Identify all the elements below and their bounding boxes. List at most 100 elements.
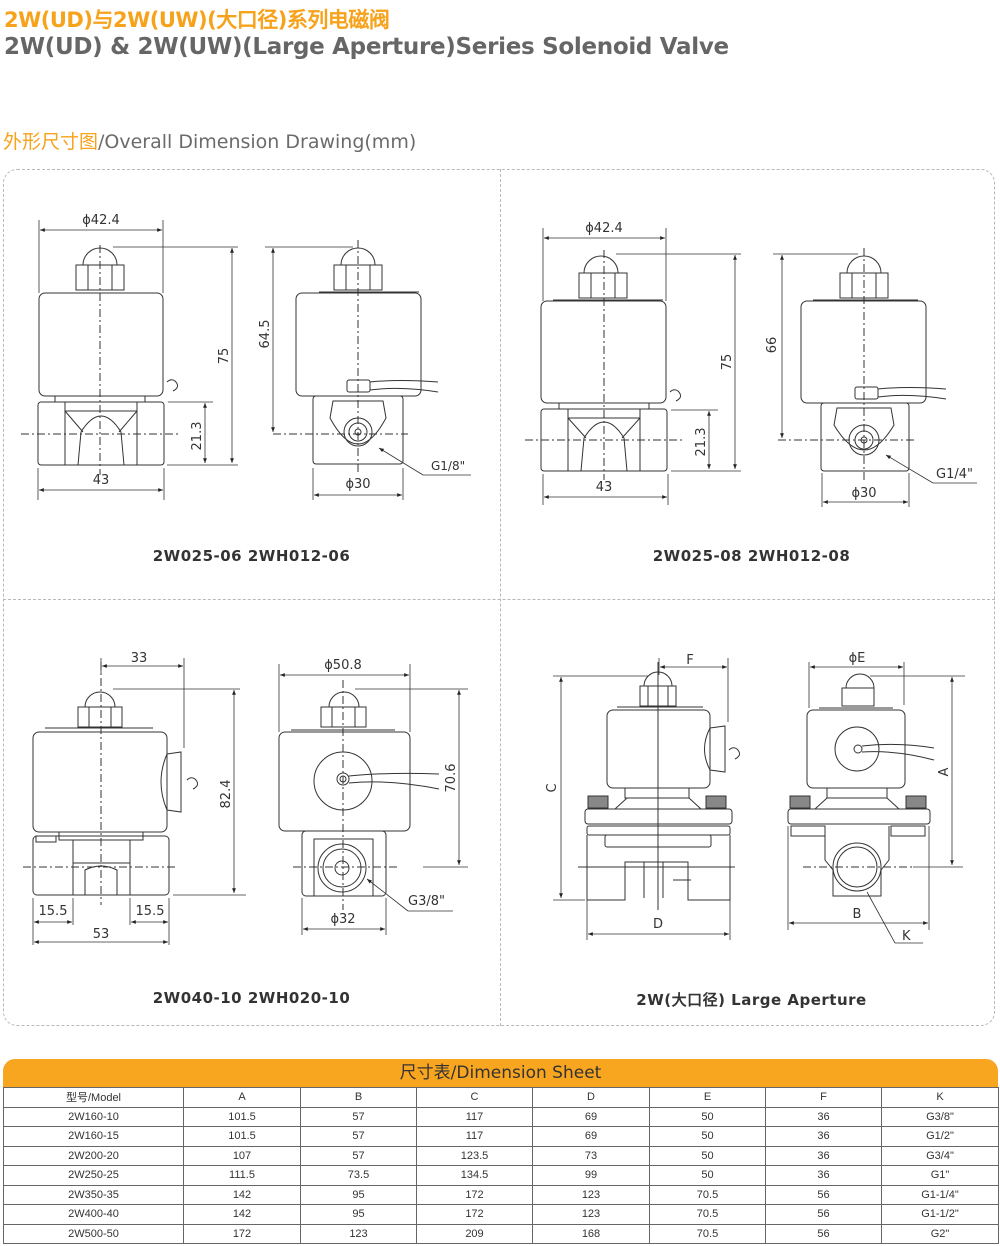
drawing-2w040-10: 33 82.4 15.5 15.5 53	[3, 600, 500, 1028]
svg-text:33: 33	[131, 651, 148, 666]
dimension-cell: 36	[765, 1126, 882, 1147]
valve-side-view-icon	[273, 240, 439, 475]
svg-text:ϕ30: ϕ30	[345, 477, 370, 492]
model-cell: 2W400-40	[3, 1204, 184, 1225]
dimension-cell: 134.5	[416, 1165, 533, 1186]
dimension-cell: 172	[416, 1184, 533, 1205]
svg-text:21.3: 21.3	[190, 422, 205, 451]
section-title-chinese: 外形尺寸图	[3, 131, 99, 153]
dimension-cell: 123	[300, 1223, 417, 1244]
dimension-cell: 172	[183, 1223, 301, 1244]
dimension-cell: 172	[416, 1204, 533, 1225]
svg-text:G1/8": G1/8"	[431, 459, 465, 473]
model-cell: 2W250-25	[3, 1165, 184, 1186]
column-header: A	[183, 1087, 301, 1108]
dimension-cell: G3/4"	[881, 1145, 999, 1166]
dimension-cell: 50	[649, 1126, 766, 1147]
dimension-cell: 95	[300, 1184, 417, 1205]
svg-text:21.3: 21.3	[694, 428, 709, 457]
dim-width-top: ϕ42.4	[82, 213, 120, 228]
column-header: B	[300, 1087, 417, 1108]
dimension-cell: 73	[532, 1145, 650, 1166]
model-cell: 2W350-35	[3, 1184, 184, 1205]
dimension-cell: 57	[300, 1126, 417, 1147]
valve-front-view-icon	[23, 662, 199, 905]
dimension-cell: 101.5	[183, 1106, 301, 1127]
svg-text:43: 43	[93, 473, 110, 488]
dimension-cell: 95	[300, 1204, 417, 1225]
dimension-cell: 69	[532, 1106, 650, 1127]
drawing-caption: 2W025-08 2WH012-08	[652, 547, 851, 565]
frame-divider-vertical	[500, 169, 501, 1026]
drawing-large-aperture: F C D	[503, 600, 1000, 1028]
model-cell: 2W200-20	[3, 1145, 184, 1166]
dimension-cell: 142	[183, 1204, 301, 1225]
drawing-2w025-06: ϕ42.4 75 21.3 43 64.5 ϕ30 G1/	[3, 170, 500, 598]
dimension-cell: G1-1/4"	[881, 1184, 999, 1205]
valve-side-view-icon	[278, 680, 440, 910]
dimension-cell: 50	[649, 1165, 766, 1186]
dimension-sheet-title: 尺寸表/Dimension Sheet	[3, 1059, 998, 1087]
valve-front-view-icon	[525, 250, 683, 480]
dimension-cell: 36	[765, 1165, 882, 1186]
model-cell: 2W500-50	[3, 1223, 184, 1244]
dimension-cell: G1-1/2"	[881, 1204, 999, 1225]
dimension-cell: 56	[765, 1184, 882, 1205]
dimension-cell: 101.5	[183, 1126, 301, 1147]
dimension-cell: 69	[532, 1126, 650, 1147]
column-header: C	[416, 1087, 533, 1108]
dimension-cell: 36	[765, 1145, 882, 1166]
dimension-cell: 123.5	[416, 1145, 533, 1166]
dimension-cell: 209	[416, 1223, 533, 1244]
svg-text:75: 75	[720, 354, 735, 371]
drawing-2w025-08: ϕ42.4 75 21.3 43 66 ϕ30 G1/4"	[503, 170, 1000, 598]
dimension-cell: G2"	[881, 1223, 999, 1244]
svg-text:G3/8": G3/8"	[408, 894, 445, 909]
drawing-caption: 2W025-06 2WH012-06	[152, 547, 351, 565]
svg-text:G1/4": G1/4"	[936, 467, 973, 482]
dimension-cell: 70.5	[649, 1223, 766, 1244]
valve-front-view-icon	[21, 245, 181, 475]
dimension-cell: 99	[532, 1165, 650, 1186]
dimension-cell: 50	[649, 1145, 766, 1166]
column-header: D	[532, 1087, 650, 1108]
model-cell: 2W160-15	[3, 1126, 184, 1147]
dimension-cell: G1"	[881, 1165, 999, 1186]
svg-text:70.6: 70.6	[444, 764, 459, 793]
section-title: 外形尺寸图/Overall Dimension Drawing(mm)	[3, 127, 416, 154]
dimension-cell: 142	[183, 1184, 301, 1205]
dimension-cell: 36	[765, 1106, 882, 1127]
svg-text:ϕ50.8: ϕ50.8	[324, 658, 362, 673]
column-header: E	[649, 1087, 766, 1108]
dimension-cell: 117	[416, 1106, 533, 1127]
svg-text:66: 66	[765, 337, 780, 354]
dimension-cell: 50	[649, 1106, 766, 1127]
svg-text:C: C	[545, 783, 560, 792]
drawing-frame	[3, 169, 995, 1026]
model-cell: 2W160-10	[3, 1106, 184, 1127]
svg-text:82.4: 82.4	[219, 780, 234, 809]
dimension-cell: 168	[532, 1223, 650, 1244]
dimension-lines	[37, 220, 238, 500]
dimension-cell: G1/2"	[881, 1126, 999, 1147]
column-header: K	[881, 1087, 999, 1108]
svg-text:ϕ30: ϕ30	[851, 486, 876, 501]
drawing-caption: 2W040-10 2WH020-10	[152, 989, 351, 1007]
frame-divider-horizontal	[3, 599, 995, 600]
dimension-cell: 73.5	[300, 1165, 417, 1186]
dimension-cell: 70.5	[649, 1204, 766, 1225]
column-header: F	[765, 1087, 882, 1108]
svg-text:F: F	[686, 653, 693, 668]
svg-text:ϕ32: ϕ32	[330, 912, 355, 927]
valve-side-view-icon	[778, 248, 947, 480]
